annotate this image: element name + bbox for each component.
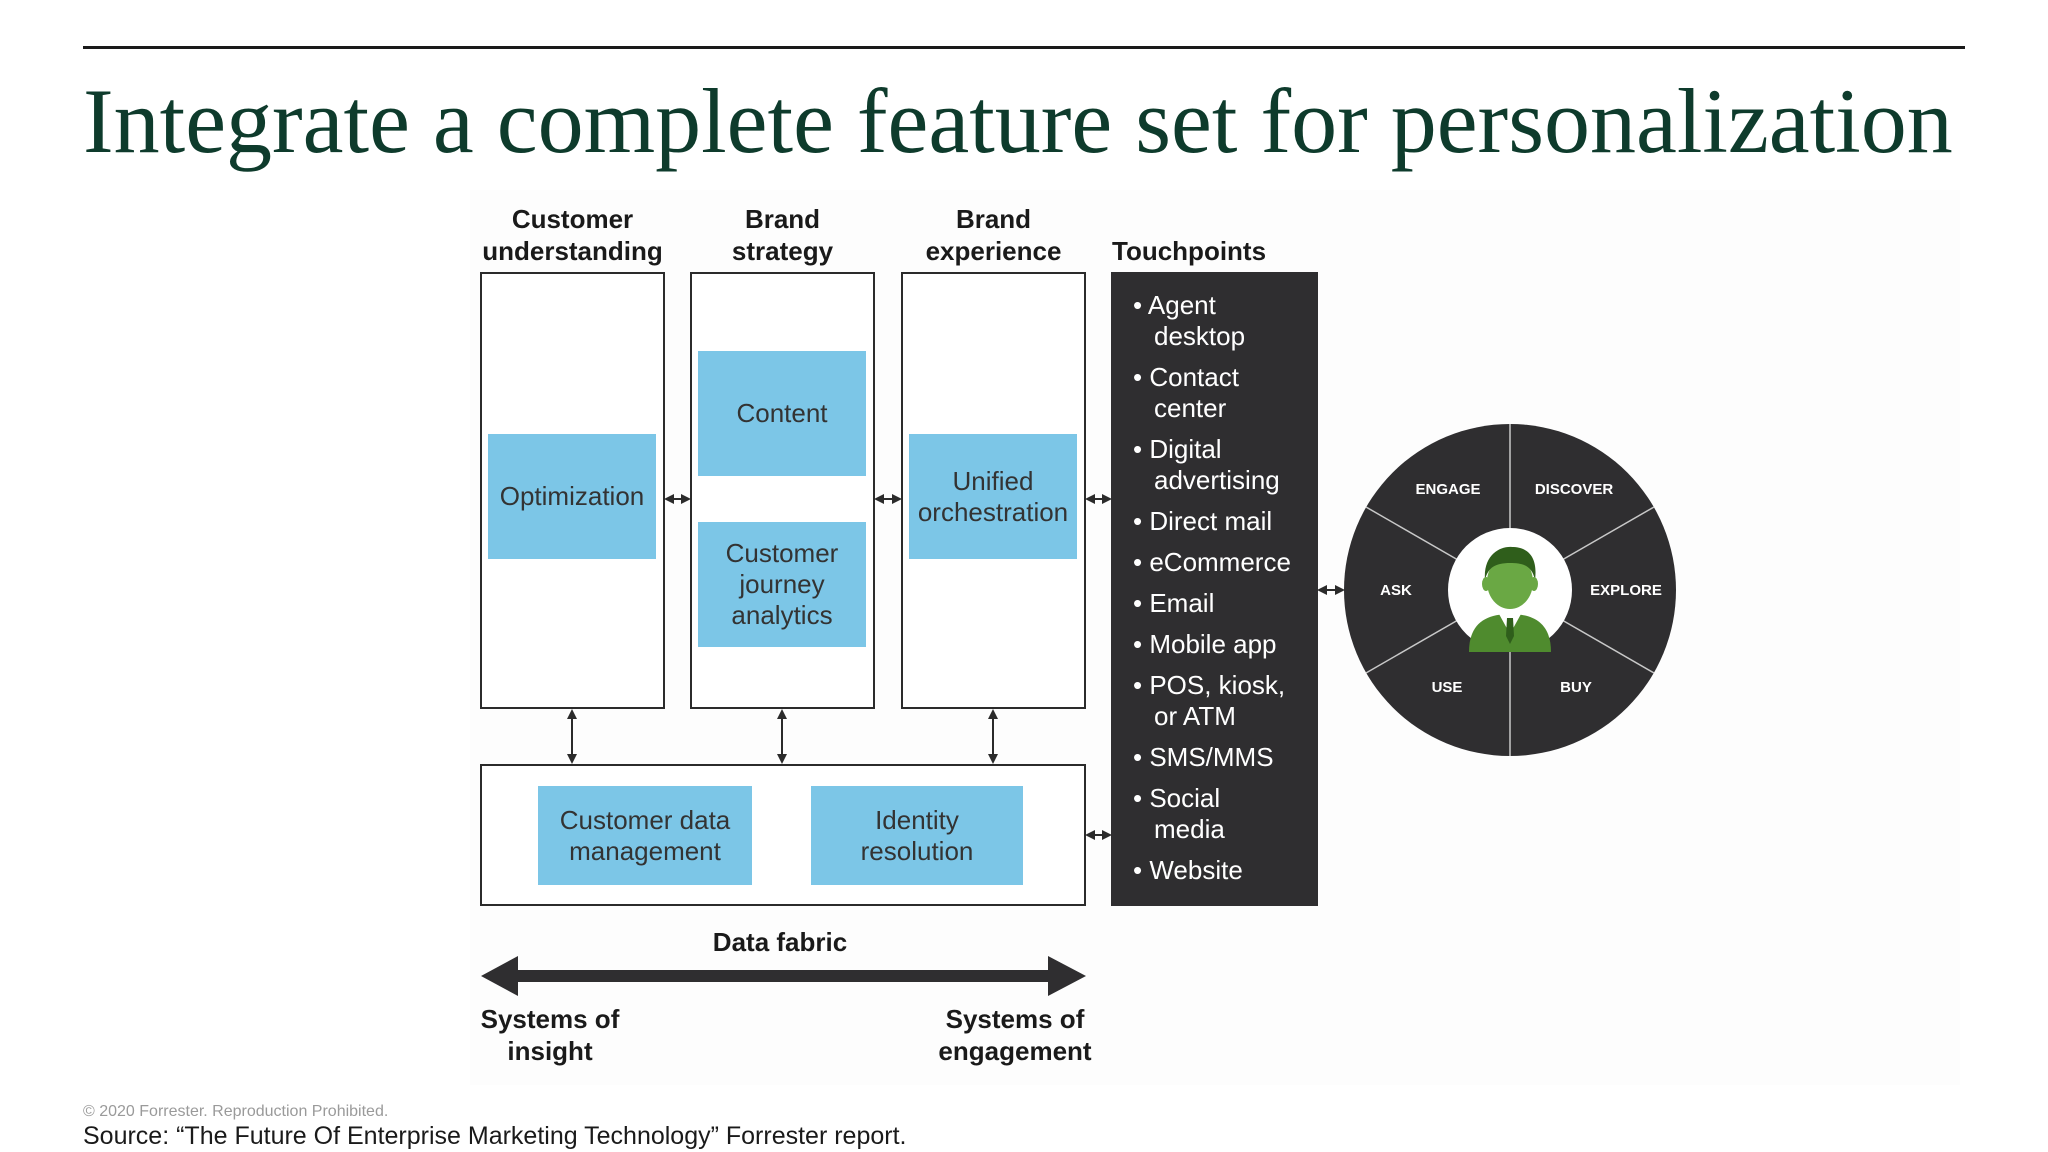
heading-line: strategy [731, 236, 834, 266]
label-line: engagement [938, 1036, 1092, 1066]
box-identity-resolution: Identity resolution [811, 786, 1023, 885]
box-line: resolution [860, 835, 974, 866]
heading-customer-understanding: Customer understanding [475, 203, 670, 267]
wheel-labels: ENGAGE DISCOVER EXPLORE BUY USE ASK [1380, 481, 1662, 696]
touchpoint-label: • Digital [1133, 434, 1222, 464]
touchpoint-item: • Mobile app [1133, 629, 1318, 660]
box-line: Unified [952, 465, 1034, 496]
box-line: orchestration [917, 496, 1069, 527]
box-line: journey [739, 569, 825, 599]
touchpoint-label: • Agent [1133, 290, 1216, 320]
touchpoint-label: • POS, kiosk, [1133, 670, 1286, 700]
label-line: Systems of [480, 1004, 620, 1034]
heading-line: Customer [511, 204, 634, 234]
touchpoint-label: • SMS/MMS [1133, 742, 1274, 772]
box-line: Customer data [559, 804, 731, 835]
box-line: Customer [725, 538, 839, 568]
segment-buy: BUY [1560, 679, 1592, 696]
touchpoint-label-cont: center [1154, 393, 1227, 423]
segment-ask: ASK [1380, 582, 1412, 599]
page-title: Integrate a complete feature set for per… [83, 70, 1953, 172]
heading-touchpoints: Touchpoints [1112, 236, 1267, 266]
segment-discover: DISCOVER [1535, 481, 1614, 498]
data-fabric-arrow [481, 956, 1086, 996]
segment-explore: EXPLORE [1590, 582, 1662, 599]
wheel-dividers [1365, 424, 1655, 756]
touchpoint-label-cont: desktop [1154, 321, 1246, 351]
box-optimization: Optimization [488, 434, 656, 559]
touchpoint-label: • Mobile app [1133, 629, 1277, 659]
box-customer-journey-analytics: Customer journey analytics [698, 522, 866, 647]
person-icon [1469, 546, 1551, 652]
label-line: insight [507, 1036, 593, 1066]
touchpoint-label: • eCommerce [1133, 547, 1291, 577]
customer-lifecycle-wheel: ENGAGE DISCOVER EXPLORE BUY USE ASK [1344, 424, 1676, 756]
source-citation: Source: “The Future Of Enterprise Market… [83, 1122, 907, 1150]
systems-of-engagement-label: Systems of engagement [925, 1003, 1105, 1067]
touchpoint-label-cont: or ATM [1154, 701, 1236, 731]
top-rule [83, 46, 1965, 49]
heading-brand-experience: Brand experience [896, 203, 1091, 267]
touchpoint-item: • Email [1133, 588, 1318, 619]
touchpoint-item: • POS, kiosk,or ATM [1133, 670, 1318, 732]
segment-engage: ENGAGE [1415, 481, 1480, 498]
box-unified-orchestration: Unified orchestration [909, 434, 1077, 559]
touchpoint-label: • Email [1133, 588, 1215, 618]
box-line: analytics [731, 600, 833, 630]
touchpoint-item: • Direct mail [1133, 506, 1318, 537]
systems-of-insight-label: Systems of insight [460, 1003, 640, 1067]
segment-use: USE [1432, 679, 1463, 696]
data-fabric-label: Data fabric [712, 927, 848, 957]
touchpoint-label-cont: media [1154, 814, 1225, 844]
touchpoint-label: • Direct mail [1133, 506, 1273, 536]
heading-line: understanding [482, 236, 663, 266]
heading-line: Brand [744, 204, 821, 234]
touchpoint-label: • Website [1133, 855, 1243, 885]
touchpoint-label-cont: advertising [1154, 465, 1280, 495]
heading-brand-strategy: Brand strategy [685, 203, 880, 267]
heading-line: experience [925, 236, 1062, 266]
touchpoint-label: • Contact [1133, 362, 1239, 392]
box-customer-data-management: Customer data management [538, 786, 752, 885]
touchpoint-label: • Social [1133, 783, 1221, 813]
box-line: management [569, 835, 721, 866]
heading-line: Brand [955, 204, 1032, 234]
touchpoint-item: • SMS/MMS [1133, 742, 1318, 773]
label-line: Systems of [945, 1004, 1085, 1034]
box-content: Content [698, 351, 866, 476]
touchpoint-item: • Website [1133, 855, 1318, 886]
touchpoint-item: • eCommerce [1133, 547, 1318, 578]
copyright-notice: © 2020 Forrester. Reproduction Prohibite… [83, 1103, 389, 1120]
box-line: Identity [875, 804, 959, 835]
